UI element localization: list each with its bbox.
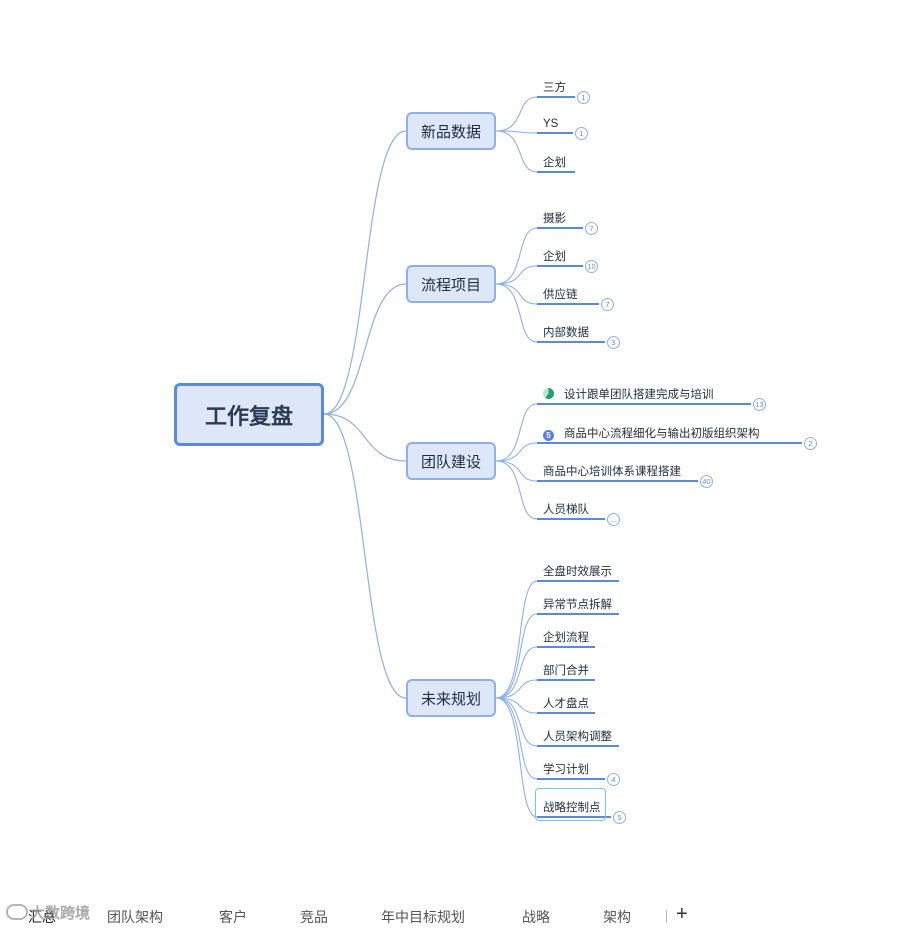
branch-connector-0-0	[495, 96, 538, 132]
subtopic[interactable]: 供应链	[543, 288, 578, 302]
branch-connector-1-3	[495, 283, 538, 343]
collapsed-count-badge[interactable]: 13	[753, 398, 766, 411]
root-connector-2	[323, 413, 407, 462]
subtopic[interactable]: 异常节点拆解	[543, 598, 612, 612]
collapsed-count-badge[interactable]: 10	[585, 260, 598, 273]
collapsed-count-badge[interactable]: 7	[601, 298, 614, 311]
branch-connector-1-2	[495, 283, 538, 305]
subtopic-label: 内部数据	[543, 327, 589, 339]
subtopic[interactable]: 5 商品中心流程细化与输出初版组织架构	[543, 427, 760, 441]
subtopic-label: 人才盘点	[543, 698, 589, 710]
add-tab-button[interactable]: +	[676, 903, 688, 925]
branch-connector-3-1	[495, 613, 538, 699]
branch-topic-team-building[interactable]: 团队建设	[406, 442, 496, 480]
subtopic[interactable]: 部门合并	[543, 664, 589, 678]
subtopic[interactable]: 商品中心培训体系课程搭建	[543, 465, 681, 479]
branch-connector-1-0	[495, 227, 538, 285]
progress-pie-icon	[543, 388, 554, 399]
collapsed-count-badge[interactable]: 4	[607, 773, 620, 786]
branch-connector-0-2	[495, 130, 538, 173]
subtopic[interactable]: 摄影	[543, 212, 566, 226]
tab-divider	[666, 910, 667, 923]
subtopic-label: 人员梯队	[543, 504, 589, 516]
subtopic-label: 企划流程	[543, 632, 589, 644]
subtopic[interactable]: 三方	[543, 81, 566, 95]
branch-connector-1-1	[495, 265, 538, 285]
branch-connector-3-2	[495, 646, 538, 699]
branch-connector-3-5	[495, 697, 538, 747]
branch-connector-2-2	[495, 460, 538, 482]
branch-connector-2-0	[495, 403, 538, 462]
branch-connector-2-1	[495, 442, 538, 462]
branch-connector-0-1	[495, 130, 538, 134]
subtopic-label: 学习计划	[543, 764, 589, 776]
subtopic[interactable]: 人员架构调整	[543, 730, 612, 744]
subtopic[interactable]: 企划	[543, 156, 566, 170]
sheet-tab-bar: 汇总 团队架构 客户 竞品 年中目标规划 战略 架构 +	[0, 900, 900, 928]
subtopic[interactable]: 设计跟单团队搭建完成与培训	[543, 388, 714, 402]
tab-strategy[interactable]: 战略	[522, 909, 550, 925]
collapsed-count-badge[interactable]: 3	[607, 336, 620, 349]
subtopic-label: 企划	[543, 157, 566, 169]
subtopic[interactable]: 内部数据	[543, 326, 589, 340]
tab-competitors[interactable]: 竞品	[300, 909, 328, 925]
subtopic-label: 人员架构调整	[543, 731, 612, 743]
subtopic-label: 商品中心培训体系课程搭建	[543, 466, 681, 478]
subtopic[interactable]: 人才盘点	[543, 697, 589, 711]
root-topic[interactable]: 工作复盘	[174, 383, 324, 446]
tab-structure[interactable]: 架构	[603, 909, 631, 925]
collapsed-count-badge[interactable]: 1	[577, 91, 590, 104]
subtopic-label: 全盘时效展示	[543, 566, 612, 578]
collapsed-count-badge[interactable]: 7	[585, 222, 598, 235]
subtopic-label: 战略控制点	[543, 802, 601, 814]
branch-connector-3-4	[495, 697, 538, 714]
subtopic-label: 三方	[543, 82, 566, 94]
branch-connector-3-6	[495, 697, 538, 780]
subtopic[interactable]: 全盘时效展示	[543, 565, 612, 579]
subtopic-label: 异常节点拆解	[543, 599, 612, 611]
subtopic-label: 企划	[543, 251, 566, 263]
subtopic[interactable]: 人员梯队	[543, 503, 589, 517]
branch-topic-process-projects[interactable]: 流程项目	[406, 265, 496, 303]
subtopic[interactable]: 企划	[543, 250, 566, 264]
selected-topic-outline	[535, 788, 606, 821]
subtopic-label: 摄影	[543, 213, 566, 225]
priority-5-icon: 5	[543, 430, 554, 441]
branch-connector-3-0	[495, 580, 538, 699]
branch-connector-2-3	[495, 460, 538, 520]
connector-layer	[323, 96, 802, 818]
root-connector-0	[323, 130, 407, 415]
branch-connector-3-7	[495, 697, 538, 818]
collapsed-count-badge[interactable]: 5	[613, 811, 626, 824]
subtopic-label: 供应链	[543, 289, 578, 301]
subtopic[interactable]: 企划流程	[543, 631, 589, 645]
subtopic-label: 商品中心流程细化与输出初版组织架构	[564, 428, 760, 440]
collapsed-count-badge[interactable]: …	[607, 513, 620, 526]
branch-topic-new-product-data[interactable]: 新品数据	[406, 112, 496, 150]
subtopic[interactable]: 学习计划	[543, 763, 589, 777]
subtopic-label: YS	[543, 118, 559, 130]
collapsed-count-badge[interactable]: 40	[700, 475, 713, 488]
tab-team-structure[interactable]: 团队架构	[107, 909, 163, 925]
root-connector-1	[323, 283, 407, 415]
subtopic-label: 设计跟单团队搭建完成与培训	[564, 389, 714, 401]
collapsed-count-badge[interactable]: 1	[575, 127, 588, 140]
subtopic[interactable]: YS	[543, 117, 558, 131]
root-connector-3	[323, 413, 407, 699]
collapsed-count-badge[interactable]: 2	[804, 437, 817, 450]
branch-connector-3-3	[495, 679, 538, 699]
watermark-logo-icon	[6, 904, 28, 920]
subtopic[interactable]: 战略控制点	[543, 801, 601, 815]
tab-summary[interactable]: 汇总	[28, 909, 56, 925]
tab-customers[interactable]: 客户	[219, 909, 247, 925]
tab-midyear-goals[interactable]: 年中目标规划	[381, 909, 465, 925]
subtopic-label: 部门合并	[543, 665, 589, 677]
branch-topic-future-planning[interactable]: 未来规划	[406, 679, 496, 717]
watermark: 大数跨境	[6, 902, 90, 923]
